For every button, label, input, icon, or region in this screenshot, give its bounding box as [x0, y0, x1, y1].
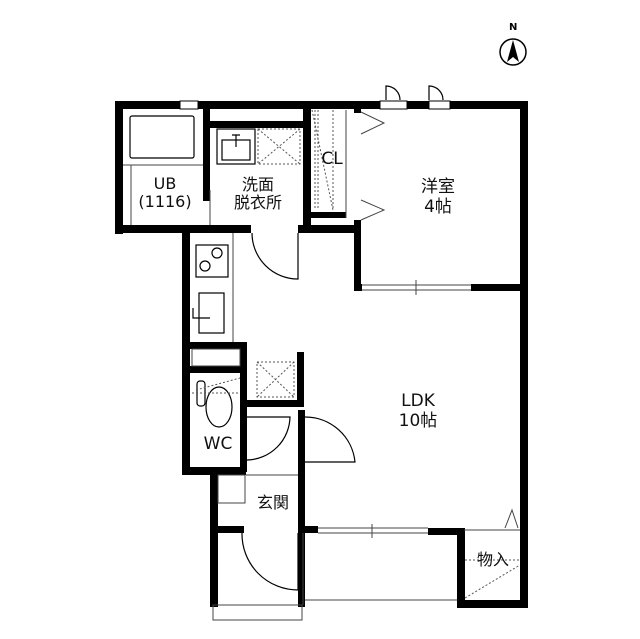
western-room-size: 4帖 — [424, 196, 452, 217]
washroom-name: 洗面 — [241, 175, 274, 194]
western-room-name: 洋室 — [421, 177, 455, 197]
ub-name: UB — [153, 174, 177, 193]
walls — [115, 101, 528, 608]
ldk-size: 10帖 — [398, 410, 438, 431]
room-label-ldk: LDK 10帖 — [388, 391, 448, 431]
room-label-closet: CL — [316, 149, 348, 170]
washroom-sub: 脱衣所 — [233, 193, 282, 213]
doors — [241, 85, 519, 591]
room-label-western-room: 洋室 4帖 — [408, 177, 468, 217]
compass-icon — [499, 38, 527, 66]
wc-name: WC — [203, 434, 233, 454]
ub-size: (1116) — [138, 192, 192, 212]
storage-name: 物入 — [476, 550, 509, 569]
compass-north-label: N — [509, 22, 518, 33]
closet-name: CL — [321, 149, 343, 169]
ldk-name: LDK — [401, 391, 435, 411]
room-label-storage: 物入 — [467, 550, 519, 569]
fixtures — [123, 109, 521, 605]
room-label-entrance: 玄関 — [248, 493, 298, 512]
entrance-name: 玄関 — [256, 493, 289, 512]
room-label-wc: WC — [196, 434, 240, 455]
room-label-washroom: 洗面 脱衣所 — [216, 175, 300, 213]
windows — [179, 100, 520, 621]
room-label-ub: UB (1116) — [134, 174, 196, 212]
